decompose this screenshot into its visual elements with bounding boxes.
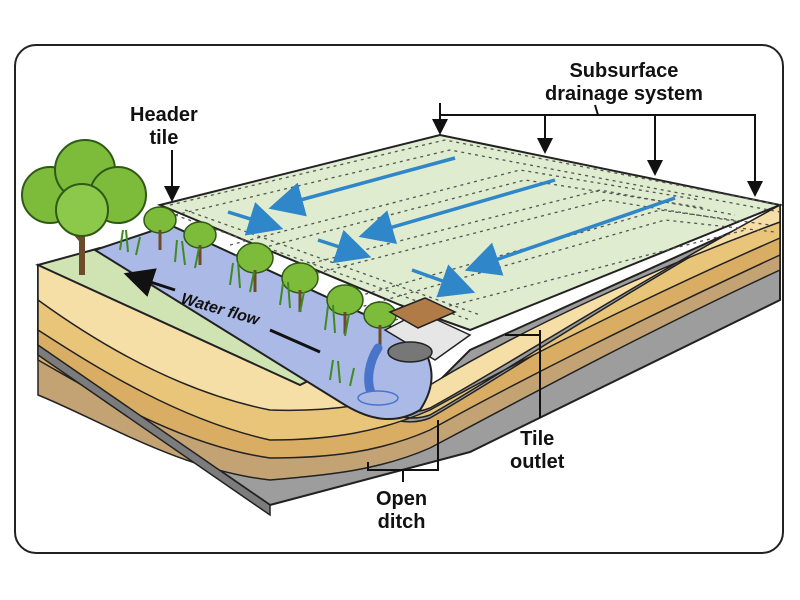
subsurface-drainage-label: Subsurface drainage system bbox=[545, 60, 703, 105]
flow-arrow-icon bbox=[411, 264, 476, 298]
shrubs bbox=[143, 206, 397, 345]
subsurface-tiles bbox=[169, 139, 781, 321]
header-tile-label: Header tile bbox=[130, 104, 198, 149]
tree-icon bbox=[21, 139, 147, 275]
shrub-icon bbox=[326, 284, 364, 334]
field-surface bbox=[156, 133, 784, 332]
callout-lines bbox=[164, 103, 763, 482]
flow-arrow-icon bbox=[317, 229, 372, 264]
flow-arrow-icon bbox=[268, 156, 456, 217]
tile-outlet-label: Tile outlet bbox=[510, 428, 565, 473]
flow-arrows bbox=[227, 156, 676, 298]
open-ditch-label: Open ditch bbox=[376, 488, 428, 533]
diagram-frame bbox=[14, 44, 784, 554]
shrub-icon bbox=[143, 206, 177, 250]
flow-arrow-icon bbox=[464, 196, 676, 276]
tile-outlet-icon bbox=[357, 297, 472, 406]
soil-block bbox=[37, 203, 781, 517]
shrub-icon bbox=[236, 242, 274, 292]
flow-arrow-icon bbox=[227, 202, 284, 236]
reeds bbox=[119, 229, 355, 387]
flow-arrow-icon bbox=[358, 178, 556, 244]
shrub-icon bbox=[183, 221, 217, 265]
